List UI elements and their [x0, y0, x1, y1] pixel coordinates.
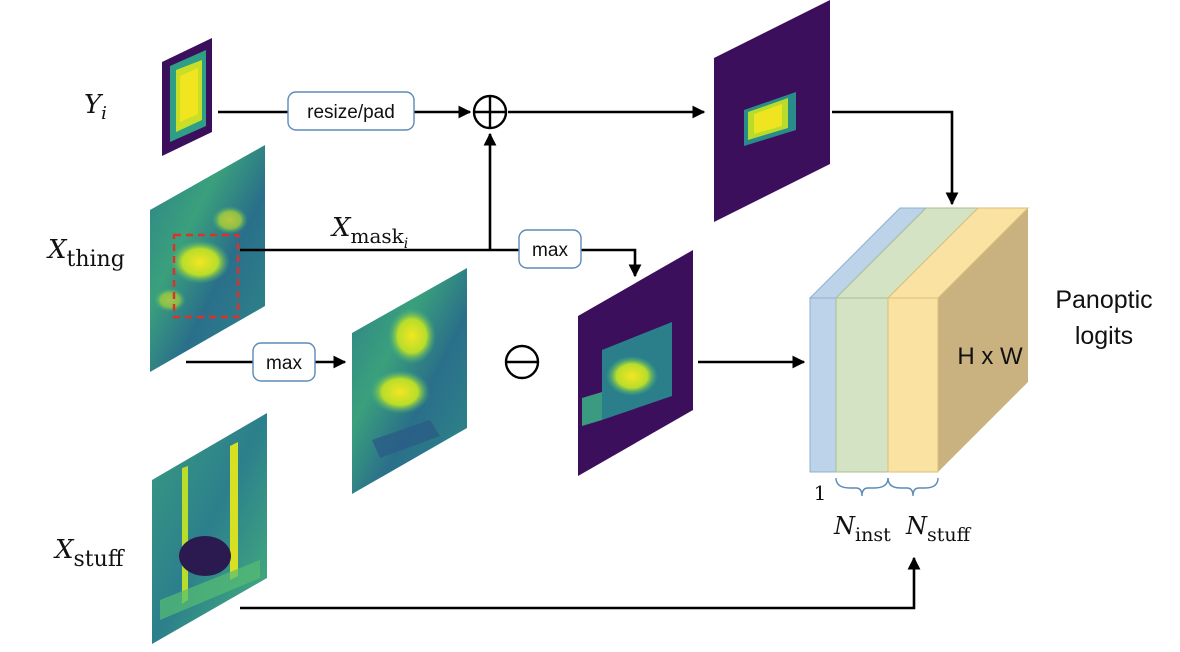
x-thing-label: Xthing [46, 235, 125, 272]
masked-max-map [578, 250, 693, 476]
x-stuff-feature-map [152, 413, 267, 644]
layer-stuff [887, 297, 939, 473]
resize-pad-op: resize/pad [287, 91, 415, 131]
x-stuff-label: Xstuff [53, 535, 125, 572]
y-i-label: Yi [84, 90, 107, 124]
panoptic-title-line1: Panoptic [1055, 286, 1152, 314]
panoptic-title-line2: logits [1075, 322, 1133, 350]
svg-text:max: max [266, 353, 302, 374]
fused-mask-map [714, 0, 830, 222]
panoptic-logits-block [808, 207, 1030, 473]
brace-stuff [887, 477, 939, 497]
subtract-operator [504, 344, 540, 380]
max-op-bottom: max [252, 342, 316, 382]
x-thing-feature-map [150, 145, 265, 372]
x-mask-label: Xmaski [330, 213, 408, 252]
max-op-top: max [518, 229, 582, 269]
n-inst-label: Ninst [833, 512, 891, 546]
add-operator [472, 94, 508, 130]
svg-text:max: max [532, 240, 568, 261]
layer-one [809, 297, 837, 473]
dims-label: H x W [957, 343, 1023, 370]
y-i-mask-map [162, 38, 212, 156]
n-stuff-label: Nstuff [905, 512, 972, 546]
layer-inst [835, 297, 889, 473]
svg-text:resize/pad: resize/pad [307, 102, 395, 123]
fused-to-logits-arrow [832, 110, 959, 206]
stuff-to-logits-arrow [240, 556, 921, 610]
thing-max-map [352, 268, 467, 494]
brace-inst [835, 477, 889, 497]
n-one-label: 1 [814, 481, 827, 505]
